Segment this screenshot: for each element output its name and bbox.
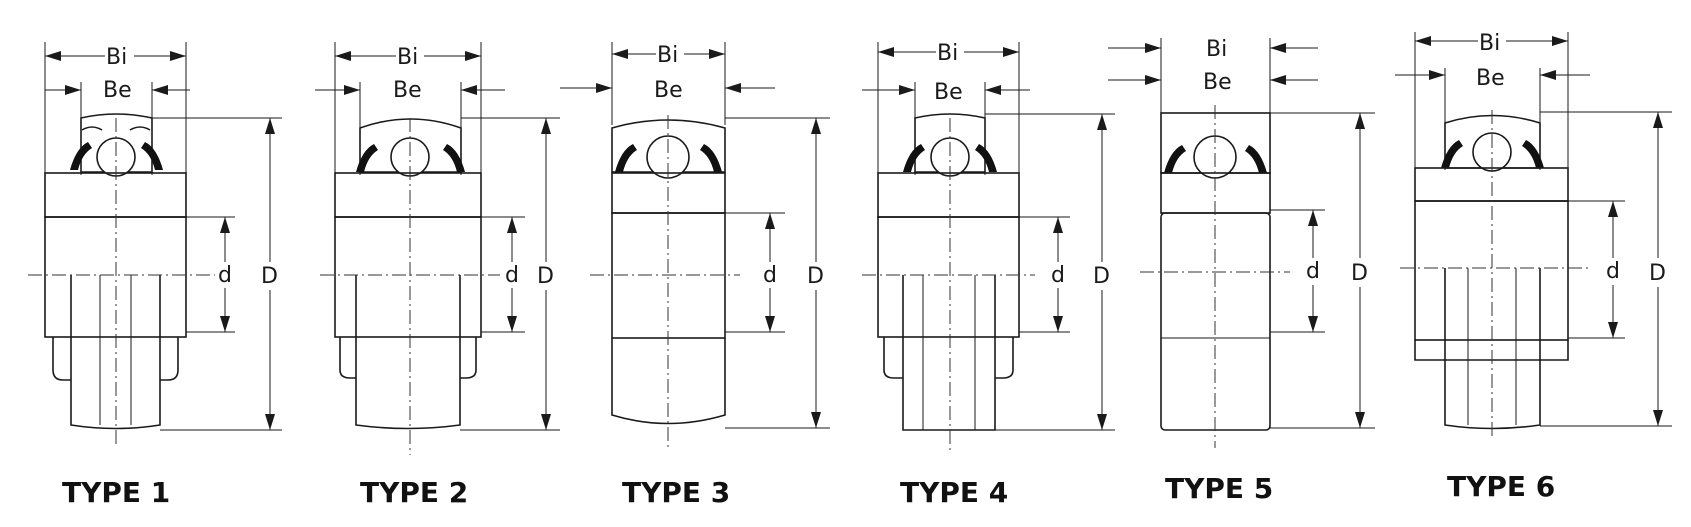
- type-label: TYPE 1: [62, 476, 170, 509]
- bi-label: Bi: [106, 45, 127, 70]
- be-label: Be: [654, 78, 683, 103]
- be-label: Be: [1203, 70, 1232, 95]
- bi-label: Bi: [1479, 31, 1500, 56]
- bi-label: Bi: [657, 43, 678, 68]
- be-label: Be: [393, 78, 422, 103]
- D-label: D: [1093, 264, 1110, 289]
- bi-label: Bi: [1206, 37, 1227, 62]
- bi-label: Bi: [397, 45, 418, 70]
- bearing-type-4: Bi Be d D TYPE 4: [862, 41, 1115, 509]
- d-label: d: [763, 263, 777, 288]
- bearing-type-5: Bi Be d D TYPE 5: [1108, 37, 1375, 505]
- D-label: D: [1351, 261, 1368, 286]
- bi-label: Bi: [937, 41, 958, 66]
- D-label: D: [1649, 261, 1666, 286]
- D-label: D: [537, 264, 554, 289]
- D-label: D: [807, 264, 824, 289]
- d-label: d: [1051, 263, 1065, 288]
- type-label: TYPE 3: [622, 476, 730, 509]
- d-label: d: [505, 263, 519, 288]
- d-label: d: [1606, 259, 1620, 284]
- bearing-type-2: Bi Be d D TYPE 2: [315, 42, 560, 509]
- type-label: TYPE 5: [1165, 472, 1273, 505]
- type-label: TYPE 2: [360, 476, 468, 509]
- be-label: Be: [934, 80, 963, 105]
- type-label: TYPE 4: [900, 476, 1008, 509]
- d-label: d: [1306, 259, 1320, 284]
- type-label: TYPE 6: [1447, 470, 1555, 503]
- bearing-type-6: Bi Be d D TYPE 6: [1395, 31, 1672, 503]
- d-label: d: [218, 263, 232, 288]
- bearing-type-3: Bi Be d D TYPE 3: [560, 42, 830, 509]
- be-label: Be: [103, 78, 132, 103]
- be-label: Be: [1476, 66, 1505, 91]
- bearing-type-1: Bi Be d: [28, 42, 282, 509]
- D-label: D: [261, 264, 278, 289]
